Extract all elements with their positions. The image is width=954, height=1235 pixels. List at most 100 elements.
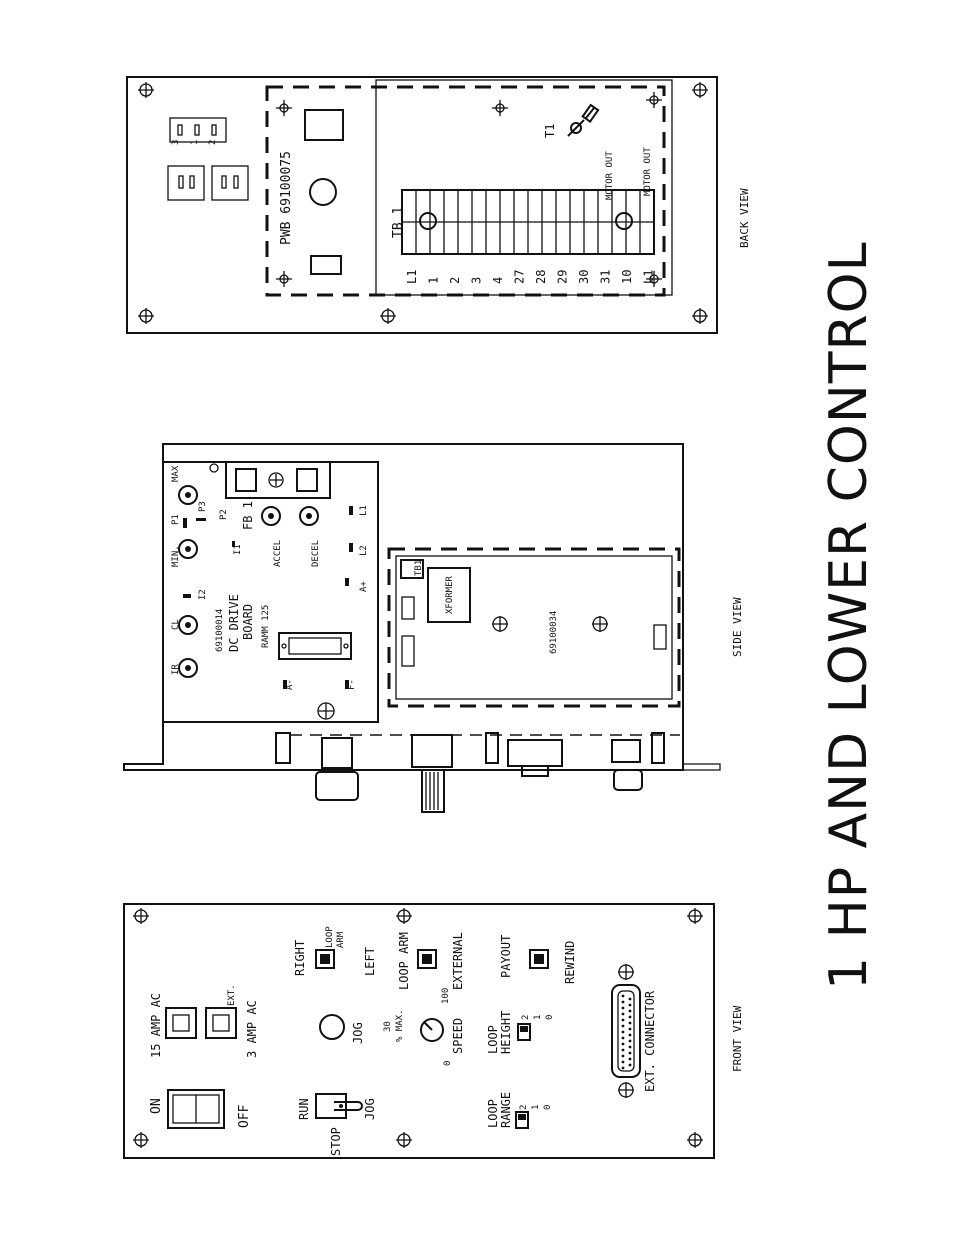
label-fb1: FB 1 <box>241 501 255 530</box>
terminal-area-outline <box>375 79 673 296</box>
label-loop-height-1: LOOP <box>486 1025 500 1054</box>
terminal-label: 3 <box>470 277 484 284</box>
terminal-label: 31 <box>599 270 613 284</box>
label-ext-connector: EXT. CONNECTOR <box>643 990 657 1092</box>
label-15-amp: 15 AMP AC <box>149 993 163 1058</box>
label-board-3: RAMM 125 <box>261 605 271 648</box>
connector-pin <box>621 1024 625 1028</box>
label-ir: IR <box>171 664 181 675</box>
panel-knobs <box>275 732 665 813</box>
label-i2: I2 <box>198 589 208 600</box>
label-loop-arm-1: LOOP <box>325 926 335 948</box>
jack-label-2: 2 <box>208 140 218 145</box>
label-board-1: DC DRIVE <box>227 594 241 652</box>
side-view-label: SIDE VIEW <box>731 597 744 657</box>
connector-pin <box>621 1066 625 1070</box>
loop-arm-external-switch[interactable] <box>417 949 437 969</box>
connector-pin <box>621 1054 625 1058</box>
tb1-label: TB 1 <box>391 207 406 238</box>
fuse-3a[interactable] <box>205 1007 237 1039</box>
pwb-pot <box>309 178 337 206</box>
front-screws <box>133 908 703 1148</box>
label-loop-arm: LOOP ARM <box>397 932 411 990</box>
label-i1: I1 <box>233 544 243 555</box>
terminal-label: 2 <box>448 277 462 284</box>
connector-pin <box>621 1036 625 1040</box>
label-jog-switch: JOG <box>363 1098 377 1120</box>
label-a-plus: A+ <box>359 581 369 592</box>
ext-connector[interactable] <box>611 964 641 1098</box>
connector-pin <box>621 1018 625 1022</box>
label-rewind: REWIND <box>563 941 577 984</box>
label-p1: P1 <box>171 514 181 525</box>
label-off: OFF <box>237 1104 252 1128</box>
t1-label: T1 <box>543 124 557 138</box>
connector-pin <box>628 1045 632 1049</box>
terminal-label: 10 <box>620 270 634 284</box>
label-board-num: 69100014 <box>215 609 225 652</box>
label-run: RUN <box>297 1098 311 1120</box>
speed-knob[interactable] <box>420 1018 444 1042</box>
terminal-label: 27 <box>513 270 527 284</box>
front-view: ON OFF 15 AMP AC EXT. 3 AMP AC RUN STOP … <box>123 903 715 1159</box>
label-loop-range-2: RANGE <box>499 1092 513 1128</box>
connector-pin <box>628 1039 632 1043</box>
payout-rewind-switch[interactable] <box>529 949 549 969</box>
connector-pin <box>621 1060 625 1064</box>
back-panel-outline <box>126 76 718 334</box>
label-decel: DECEL <box>311 540 321 567</box>
label-f-minus: F- <box>347 679 357 690</box>
run-stop-jog-switch[interactable] <box>315 1093 363 1119</box>
connector-pin <box>628 1051 632 1055</box>
label-l1: L1 <box>359 505 369 516</box>
power-switch[interactable] <box>167 1089 225 1129</box>
label-range-1: 1 <box>531 1105 541 1110</box>
pwb-board-outline <box>265 85 666 297</box>
connector-pin <box>621 1000 625 1004</box>
loop-arm-direction-switch[interactable] <box>315 949 335 969</box>
label-3-amp: 3 AMP AC <box>245 1000 259 1058</box>
fuse-15a[interactable] <box>165 1007 197 1039</box>
loop-height-switch[interactable] <box>517 1023 531 1041</box>
back-view: 3 1 2 PWB 69100075 <box>126 76 718 334</box>
label-right: RIGHT <box>293 940 307 976</box>
connector-pin <box>628 1003 632 1007</box>
fuse-holder <box>225 461 331 499</box>
tb1-block <box>400 559 424 579</box>
label-stop: STOP <box>329 1127 343 1156</box>
motor-out-label-1: MOTOR OUT <box>605 151 615 200</box>
label-speed-0: 0 <box>443 1061 453 1066</box>
loop-range-switch[interactable] <box>515 1111 529 1129</box>
board-pots <box>178 485 319 678</box>
front-panel-outline <box>123 903 715 1159</box>
terminal-label: L1 <box>642 270 656 284</box>
label-loop-range-1: LOOP <box>486 1099 500 1128</box>
pwb-resistor <box>310 255 342 275</box>
label-xformer-board: 69100034 <box>549 611 559 654</box>
t1-trimpot <box>567 103 600 137</box>
label-height-2: 2 <box>521 1015 531 1020</box>
label-cl: CL <box>171 619 181 630</box>
label-height-1: 1 <box>533 1015 543 1020</box>
jog-button[interactable] <box>319 1014 345 1040</box>
label-range-0: 0 <box>543 1105 553 1110</box>
terminal-label: 4 <box>491 277 505 284</box>
terminal-label: 1 <box>427 277 441 284</box>
connector-pin <box>621 1006 625 1010</box>
label-l2: L2 <box>359 545 369 556</box>
label-xformer: XFORMER <box>445 575 455 614</box>
jack-label-3: 3 <box>171 140 181 145</box>
label-loop-arm-2: ARM <box>336 931 346 948</box>
connector-pin <box>628 997 632 1001</box>
terminal-label: 29 <box>556 270 570 284</box>
connector-pin <box>628 1027 632 1031</box>
jack-label-1: 1 <box>190 140 200 145</box>
label-board-2: BOARD <box>241 604 255 640</box>
label-p2: P2 <box>219 509 229 520</box>
connector-pin <box>621 1012 625 1016</box>
connector-pin <box>621 994 625 998</box>
connector-pin <box>621 1030 625 1034</box>
connector-pin <box>621 1048 625 1052</box>
